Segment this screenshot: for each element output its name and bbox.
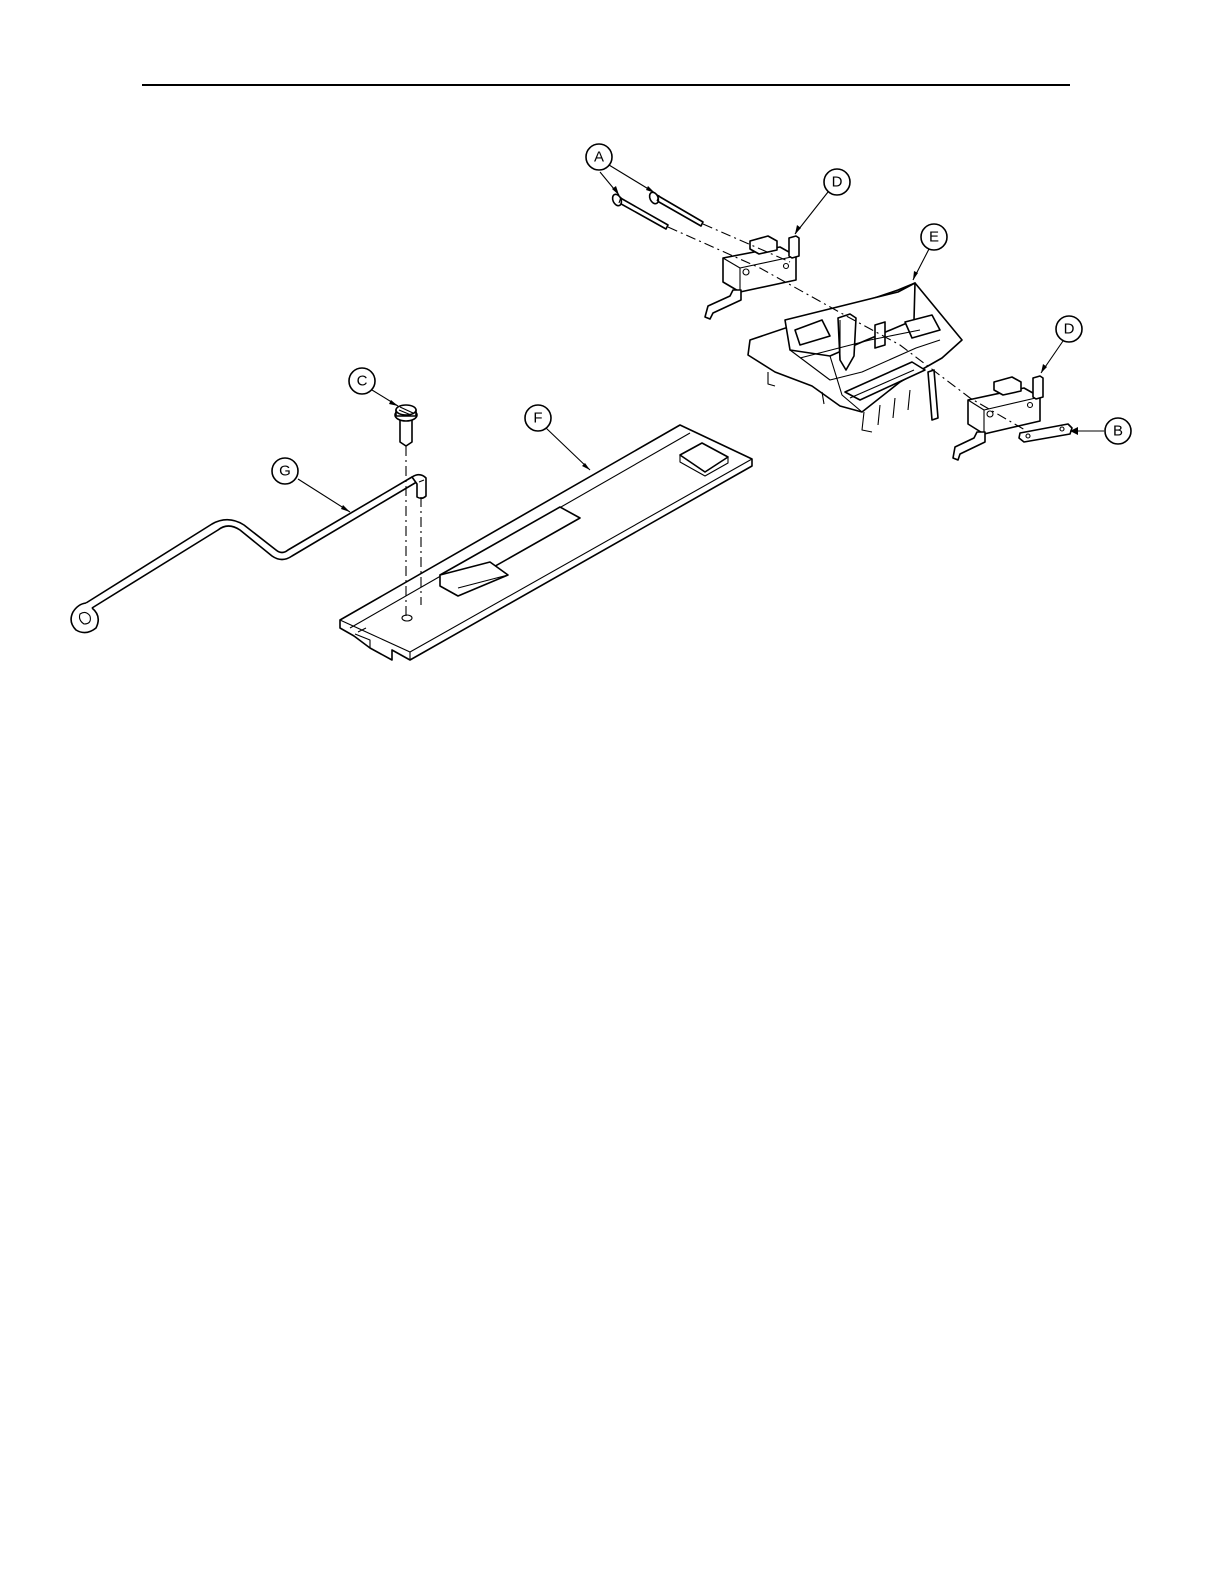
callout-label: B	[1113, 423, 1123, 440]
callout-d-upper: D	[795, 169, 850, 234]
callout-label: A	[594, 149, 604, 166]
part-e-housing	[748, 283, 962, 432]
callout-label: E	[929, 229, 939, 246]
callout-label: F	[533, 410, 542, 427]
part-b-plate	[1019, 424, 1072, 442]
part-d-upper-switch	[705, 236, 799, 319]
callout-a: A	[586, 144, 655, 195]
callout-g: G	[272, 458, 350, 512]
callout-label: D	[832, 174, 843, 191]
callout-c: C	[349, 368, 398, 406]
callout-e: E	[913, 224, 947, 280]
callout-d-lower: D	[1041, 316, 1082, 373]
callout-f: F	[525, 405, 590, 470]
part-a-screws	[611, 191, 703, 229]
part-d-lower-switch	[953, 376, 1043, 460]
callout-label: C	[357, 373, 368, 390]
part-c-screw	[395, 405, 417, 446]
callout-label: G	[279, 463, 291, 480]
callout-label: D	[1064, 321, 1075, 338]
part-f-plate	[340, 425, 752, 660]
callout-b: B	[1070, 418, 1131, 444]
